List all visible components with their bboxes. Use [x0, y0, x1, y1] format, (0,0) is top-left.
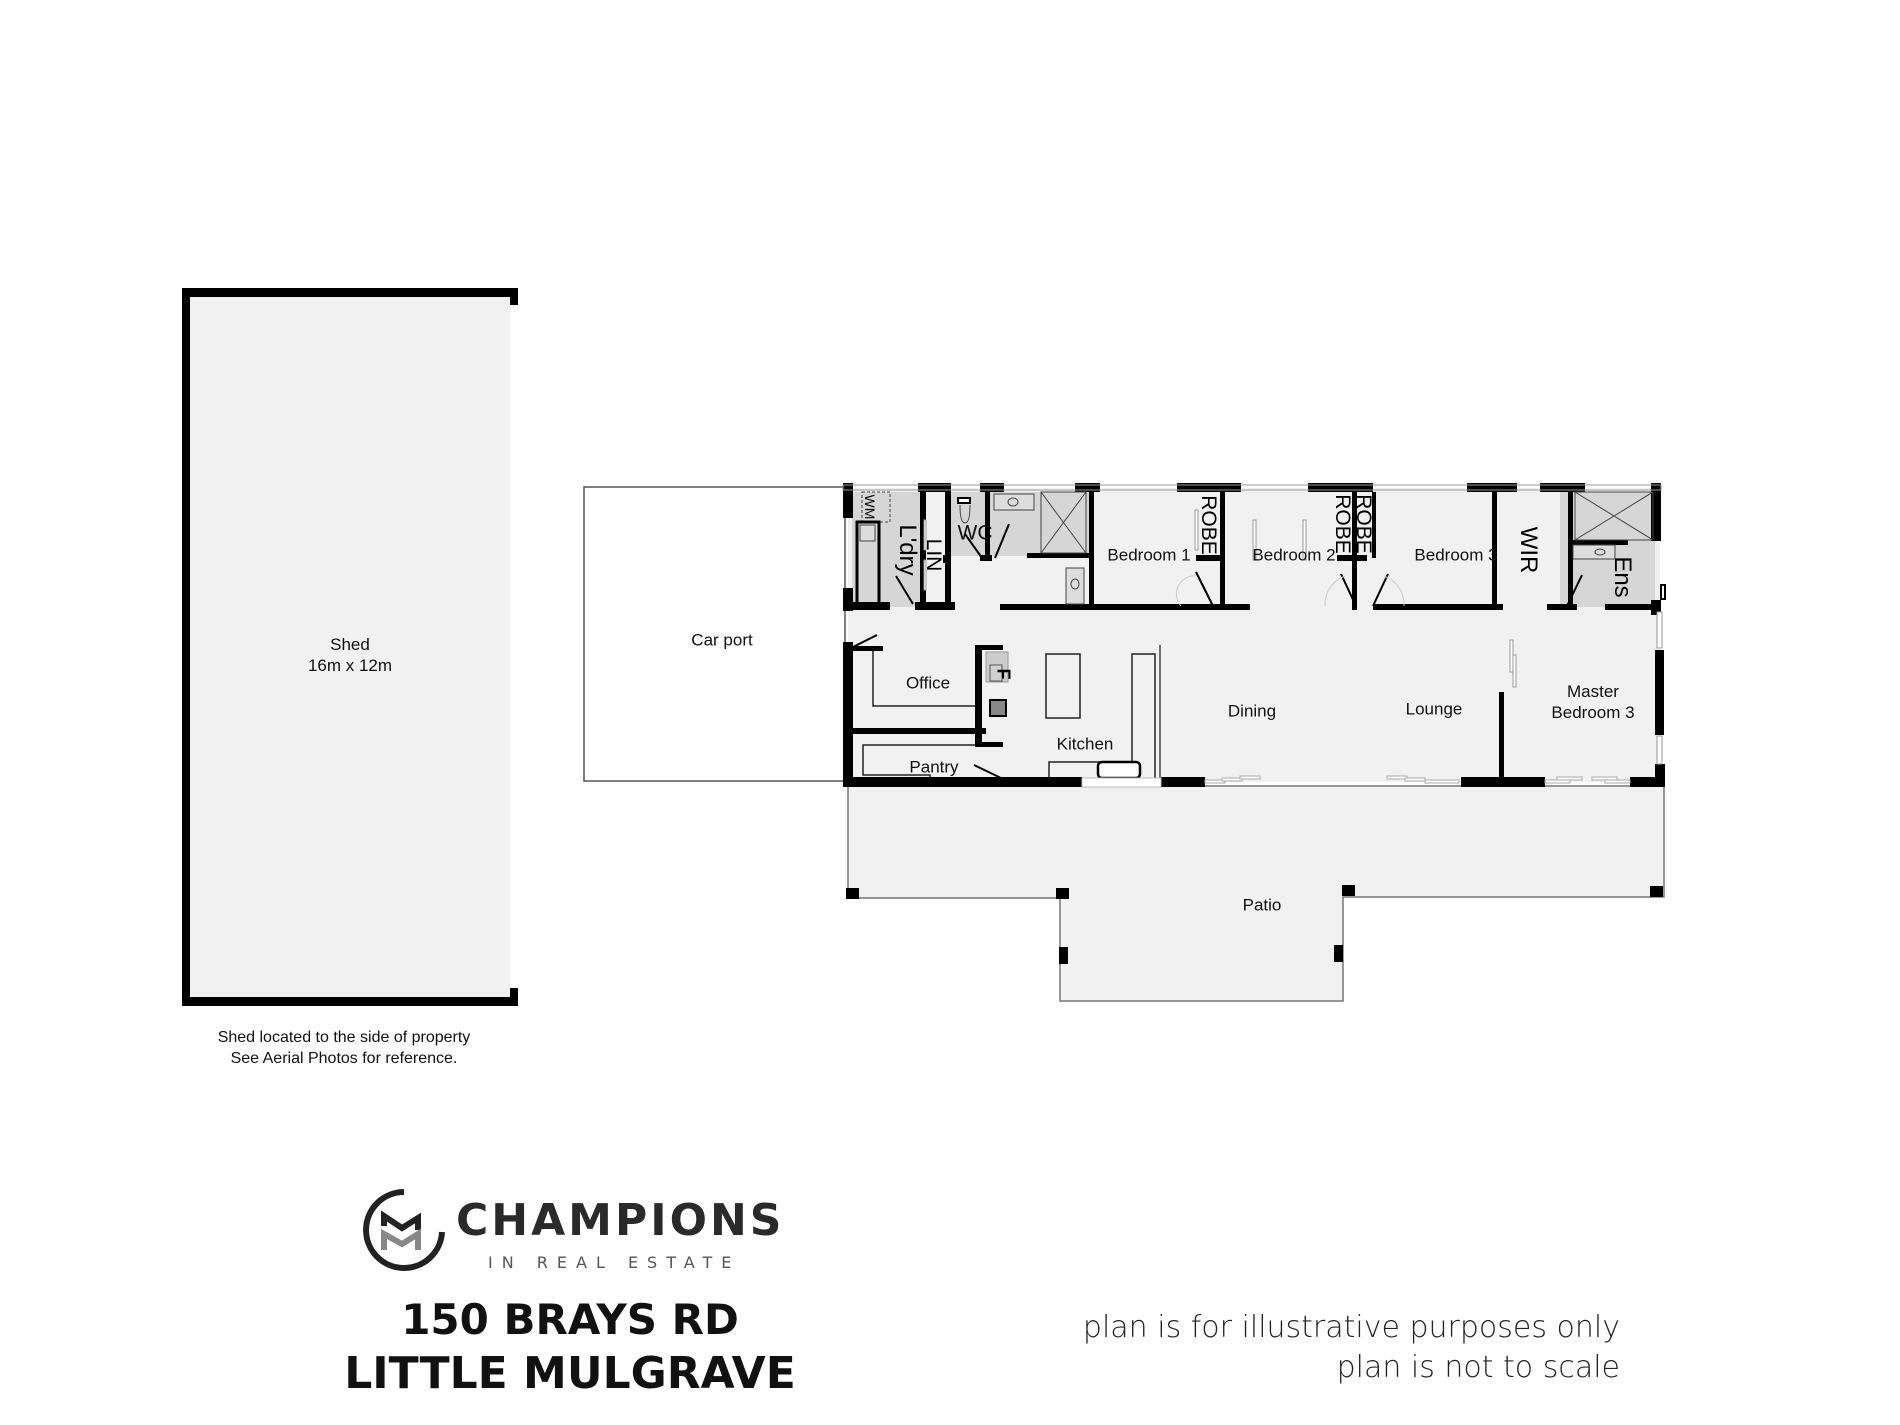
shed-caption-line1: Shed located to the side of property [217, 1029, 471, 1046]
shed-caption-line2: See Aerial Photos for reference. [230, 1050, 458, 1067]
label-wir: WIR [1515, 526, 1542, 574]
label-ensuite: Ens [1609, 556, 1636, 598]
shed-size: 16m x 12m [307, 656, 393, 675]
label-robe-3: ROBE [1352, 494, 1375, 554]
label-laundry: L'dry [894, 524, 921, 576]
master-line2: Bedroom 3 [1551, 703, 1635, 722]
label-fridge: F [993, 668, 1014, 680]
bottom-walls [843, 777, 1665, 787]
robe-sliders [923, 509, 1517, 688]
shed-label: Shed 16m x 12m [308, 634, 392, 676]
label-lounge: Lounge [1405, 699, 1463, 719]
address-line2: LITTLE MULGRAVE [344, 1348, 796, 1399]
label-bedroom-3: Bedroom 3 [1414, 545, 1498, 565]
shed [182, 288, 518, 1006]
shed-outline [182, 288, 518, 1006]
address-line1: 150 BRAYS RD [401, 1295, 739, 1344]
shed-title: Shed [330, 635, 370, 654]
label-car-port: Car port [691, 630, 753, 650]
champions-logo-icon [363, 1189, 445, 1271]
right-walls [1499, 650, 1665, 786]
disclaimer-line2: plan is not to scale [1336, 1350, 1620, 1385]
label-master-bedroom: Master Bedroom 3 [1551, 681, 1634, 723]
disclaimer: plan is for illustrative purposes only p… [1083, 1308, 1620, 1388]
label-robe-1: ROBE [1197, 495, 1220, 555]
label-dining: Dining [1227, 701, 1277, 721]
brand-name: CHAMPIONS [456, 1195, 785, 1246]
sliding-doors [1204, 775, 1631, 784]
label-linen: LIN [922, 538, 945, 572]
label-bedroom-2: Bedroom 2 [1252, 545, 1336, 565]
label-patio: Patio [1242, 895, 1282, 915]
kitchen-walls [843, 642, 1003, 787]
patio-area [846, 785, 1665, 1002]
label-office: Office [905, 673, 951, 693]
label-pantry: Pantry [909, 757, 959, 777]
car-port-area [583, 486, 846, 782]
label-wc: WC [957, 521, 993, 545]
master-line1: Master [1567, 682, 1619, 701]
internal-walls [848, 492, 1661, 610]
label-bedroom-1: Bedroom 1 [1107, 545, 1191, 565]
shed-caption: Shed located to the side of property See… [164, 1027, 524, 1069]
label-kitchen: Kitchen [1056, 734, 1114, 754]
label-washing-machine: WM [862, 494, 878, 520]
disclaimer-line1: plan is for illustrative purposes only [1082, 1310, 1620, 1345]
brand-tagline: IN REAL ESTATE [488, 1253, 741, 1272]
fixtures [855, 491, 1666, 606]
door-swings [852, 523, 1583, 779]
kitchen-counters [862, 645, 1161, 783]
